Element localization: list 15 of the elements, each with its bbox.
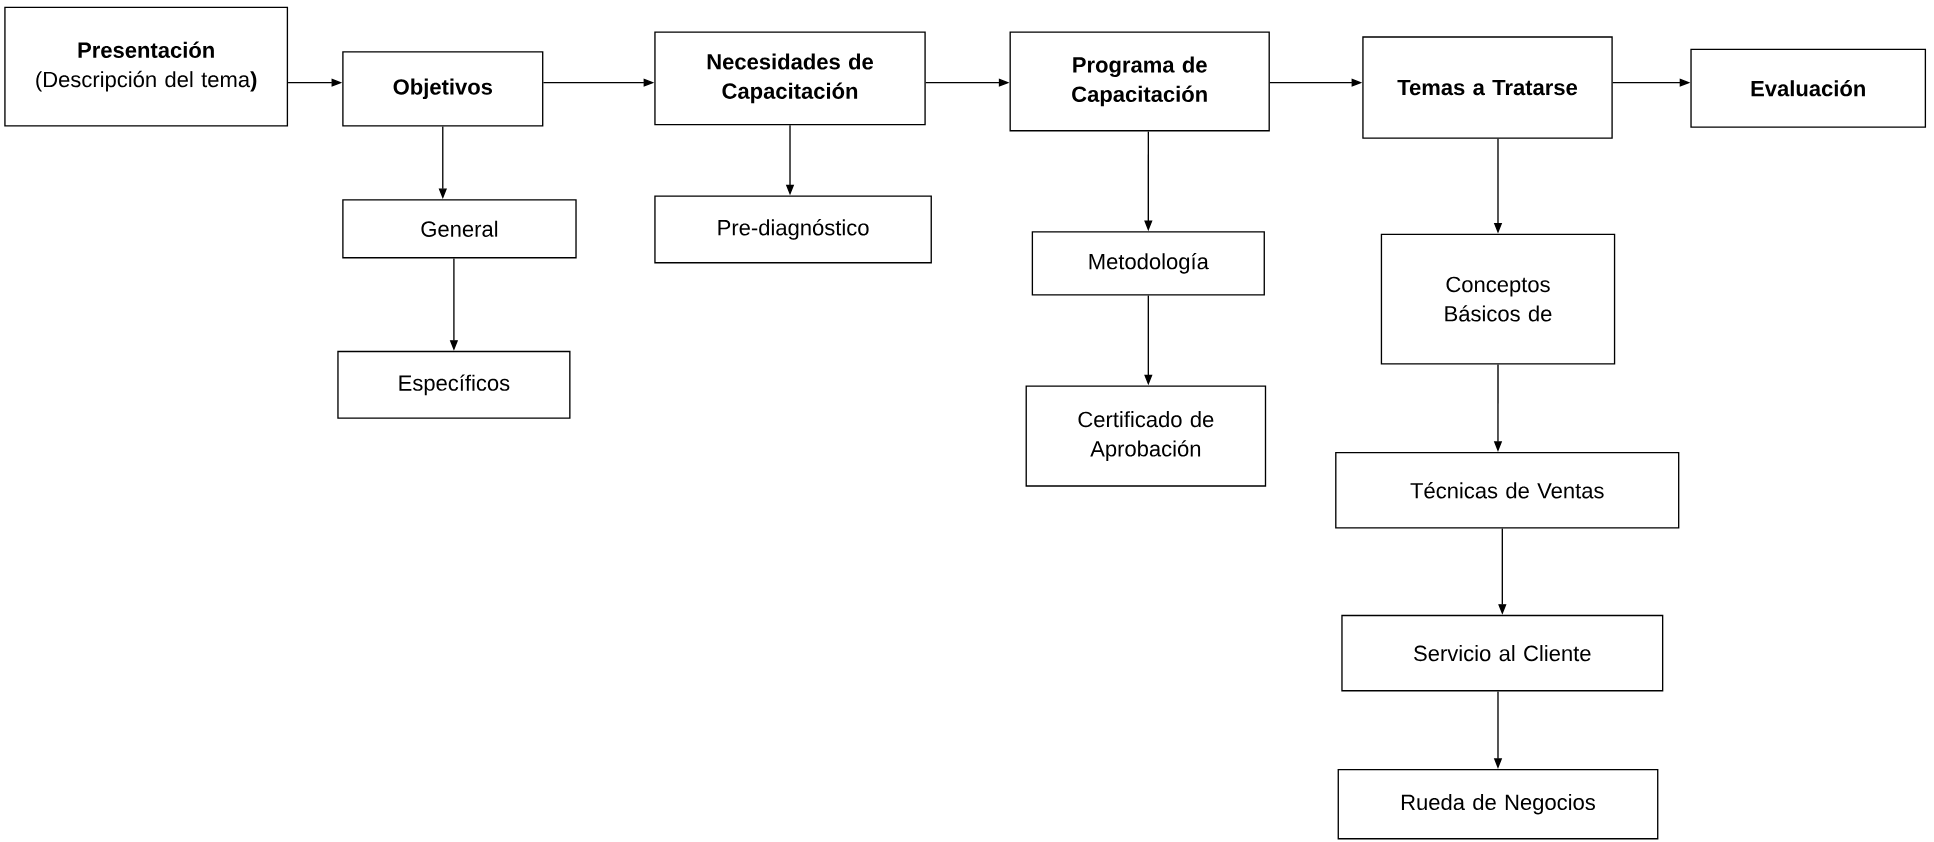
process-box: Presentación (Descripción del tema) <box>4 6 289 127</box>
process-box: Metodología <box>1031 231 1265 296</box>
process-box: Objetivos <box>342 50 544 127</box>
process-box: Pre-diagnóstico <box>654 195 932 264</box>
process-box: Servicio al Cliente <box>1341 614 1664 692</box>
process-box: General <box>342 198 577 259</box>
process-box: Necesidades de Capacitación <box>654 31 926 126</box>
process-box: Evaluación <box>1690 48 1927 128</box>
process-box: Temas a Tratarse <box>1362 36 1613 139</box>
process-box: Certificado de Aprobación <box>1025 385 1267 487</box>
process-box: Conceptos Básicos de <box>1380 233 1616 365</box>
process-box: Técnicas de Ventas <box>1335 451 1680 529</box>
process-box: Rueda de Negocios <box>1337 768 1659 840</box>
process-box: Programa de Capacitación <box>1009 31 1270 132</box>
process-box: Específicos <box>337 350 571 419</box>
